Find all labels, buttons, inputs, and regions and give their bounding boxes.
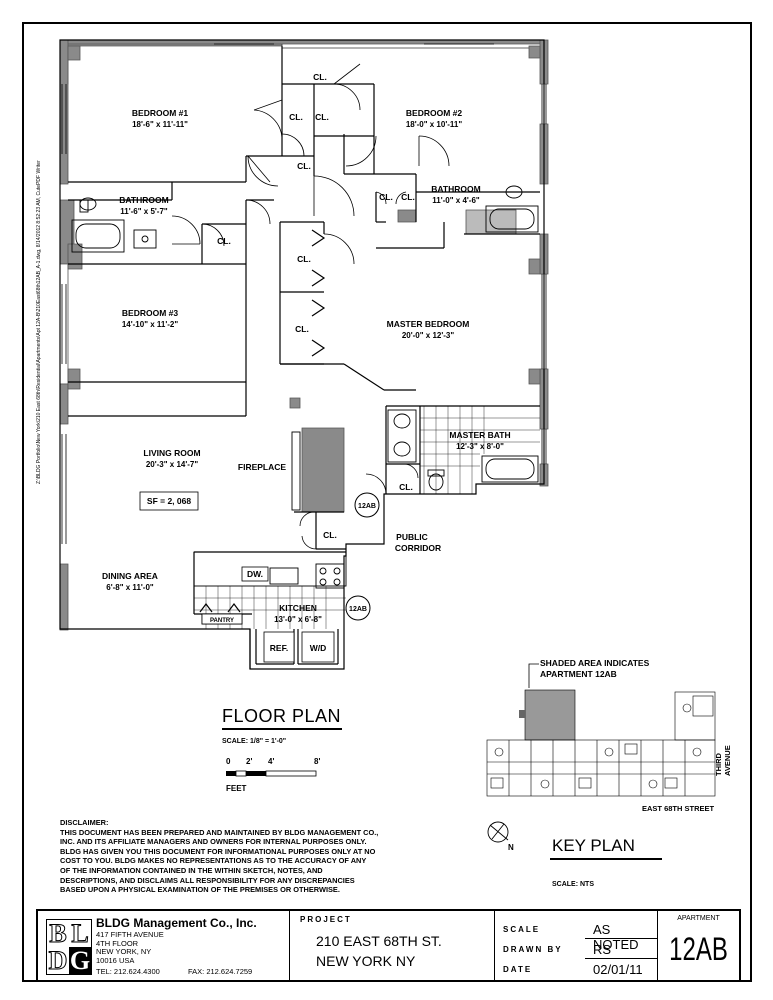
bedroom1-name: BEDROOM #1 — [132, 108, 188, 118]
closet-label: CL. — [295, 324, 309, 334]
kitchen-name: KITCHEN — [279, 603, 317, 613]
living-room-name: LIVING ROOM — [143, 448, 200, 458]
disclaimer: DISCLAIMER: THIS DOCUMENT HAS BEEN PREPA… — [60, 818, 480, 895]
bedroom3-name: BEDROOM #3 — [122, 308, 178, 318]
disclaimer-line: INC. AND ITS AFFILIATE MANAGERS AND OWNE… — [60, 837, 367, 847]
refrigerator-label: REF. — [270, 643, 288, 653]
closet-label: CL. — [313, 72, 327, 82]
street-label-side: THIRD AVENUE — [714, 745, 732, 776]
disclaimer-line: THIS DOCUMENT HAS BEEN PREPARED AND MAIN… — [60, 827, 379, 837]
company-name: BLDG Management Co., Inc. — [96, 916, 257, 930]
date-value: 02/01/11 — [593, 962, 643, 977]
scale-value: AS NOTED — [593, 922, 639, 952]
unit-tag: 12AB — [349, 606, 367, 613]
bedroom3-dim: 14'-10" x 11'-2" — [122, 320, 179, 329]
company-tel: TEL: 212.624.4300 — [96, 967, 160, 976]
bedroom2-name: BEDROOM #2 — [406, 108, 462, 118]
project-line-1: 210 EAST 68TH ST. — [316, 933, 442, 949]
bedroom1-dim: 18'-6" x 11'-11" — [132, 120, 188, 129]
project-label: PROJECT — [300, 915, 352, 924]
key-plan-note-2: APARTMENT 12AB — [540, 669, 617, 679]
closet-label: CL. — [315, 112, 329, 122]
bathroom2-name: BATHROOM — [431, 184, 480, 194]
corridor-label-1: PUBLIC — [396, 532, 428, 542]
disclaimer-line: BASED UPON A PHYSICAL EXAMINATION OF THE… — [60, 885, 340, 895]
closet-label: CL. — [217, 236, 231, 246]
pantry-label: PANTRY — [210, 618, 234, 624]
title-block: B L D G BLDG Management Co., Inc. 417 FI… — [36, 909, 741, 982]
scale-tick-0: 0 — [226, 757, 231, 766]
kitchen-dim: 13'-0" x 6'-8" — [274, 615, 322, 624]
apartment-cell: APARTMENT 12AB — [658, 911, 739, 980]
closet-label: CL. — [379, 192, 393, 202]
dining-dim: 6'-8" x 11'-0" — [106, 583, 154, 592]
unit-tag: 12AB — [358, 503, 376, 510]
master-bath-dim: 12'-3" x 8'-0" — [456, 442, 504, 451]
closet-label: CL. — [297, 254, 311, 264]
bldg-logo: B L D G — [46, 919, 92, 975]
scale-tick-4: 4' — [268, 757, 275, 766]
bathroom1-name: BATHROOM — [119, 195, 168, 205]
corridor-label-2: CORRIDOR — [395, 543, 441, 553]
key-plan-title: KEY PLAN — [552, 836, 635, 855]
floor-plan-scale: SCALE: 1/8" = 1'-0" — [222, 738, 287, 745]
fireplace-label: FIREPLACE — [238, 462, 287, 472]
square-footage: SF = 2, 068 — [147, 496, 191, 506]
company-cell: B L D G BLDG Management Co., Inc. 417 FI… — [38, 911, 290, 980]
project-line-2: NEW YORK NY — [316, 953, 416, 969]
key-plan-drawing — [486, 663, 716, 797]
dishwasher-label: DW. — [247, 569, 263, 579]
bedroom2-dim: 18'-0" x 10'-11" — [406, 120, 463, 129]
closet-label: CL. — [323, 530, 337, 540]
north-label: N — [508, 843, 514, 852]
bathroom1-dim: 11'-6" x 5'-7" — [120, 207, 168, 216]
closet-label: CL. — [289, 112, 303, 122]
key-plan-scale: SCALE: NTS — [552, 881, 594, 888]
apartment-label: APARTMENT — [677, 915, 720, 922]
scale-bar — [226, 770, 317, 777]
bathroom2-dim: 11'-0" x 4'-6" — [432, 196, 480, 205]
key-plan-note-1: SHADED AREA INDICATES — [540, 658, 650, 668]
scale-unit: FEET — [226, 784, 247, 793]
master-bedroom-name: MASTER BEDROOM — [387, 319, 470, 329]
master-bath-name: MASTER BATH — [449, 430, 510, 440]
disclaimer-line: COST TO YOU. BLDG MAKES NO REPRESENTATIO… — [60, 856, 367, 866]
info-cell: SCALE AS NOTED DRAWN BY RS DATE 02/01/11 — [495, 911, 658, 980]
company-fax: FAX: 212.624.7259 — [188, 967, 253, 976]
drawing-sheet: Z:\BLDG Portfolio\New York\210 East 68th… — [22, 22, 752, 982]
drawn-by-value: RS — [593, 942, 612, 957]
scale-tick-2: 2' — [246, 757, 253, 766]
north-arrow-icon: N — [487, 821, 514, 852]
company-address: 417 FIFTH AVENUE 4TH FLOOR NEW YORK, NY … — [96, 930, 164, 965]
disclaimer-heading: DISCLAIMER: — [60, 818, 109, 827]
apartment-number: 12AB — [669, 931, 728, 967]
floor-plan-title: FLOOR PLAN — [222, 706, 342, 726]
dining-name: DINING AREA — [102, 571, 158, 581]
washer-dryer-label: W/D — [310, 643, 327, 653]
disclaimer-line: DESCRIPTIONS, AND DISCLAIMS ALL RESPONSI… — [60, 875, 355, 885]
date-label: DATE — [503, 965, 533, 974]
living-room-dim: 20'-3" x 14'-7" — [146, 460, 199, 469]
master-bedroom-dim: 20'-0" x 12'-3" — [402, 331, 455, 340]
scale-tick-8: 8' — [314, 757, 321, 766]
scale-label: SCALE — [503, 925, 541, 934]
project-cell: PROJECT 210 EAST 68TH ST. NEW YORK NY — [290, 911, 495, 980]
closet-label: CL. — [297, 161, 311, 171]
disclaimer-line: OF THE INFORMATION CONTAINED IN THE WITH… — [60, 865, 323, 875]
street-label-bottom: EAST 68TH STREET — [642, 804, 715, 813]
disclaimer-line: BLDG HAS GIVEN YOU THIS DOCUMENT FOR INF… — [60, 846, 376, 856]
drawn-by-label: DRAWN BY — [503, 945, 563, 954]
closet-label: CL. — [399, 482, 413, 492]
floor-plan-drawing: BEDROOM #1 18'-6" x 11'-11" BEDROOM #2 1… — [59, 39, 549, 670]
closet-label: CL. — [401, 192, 415, 202]
